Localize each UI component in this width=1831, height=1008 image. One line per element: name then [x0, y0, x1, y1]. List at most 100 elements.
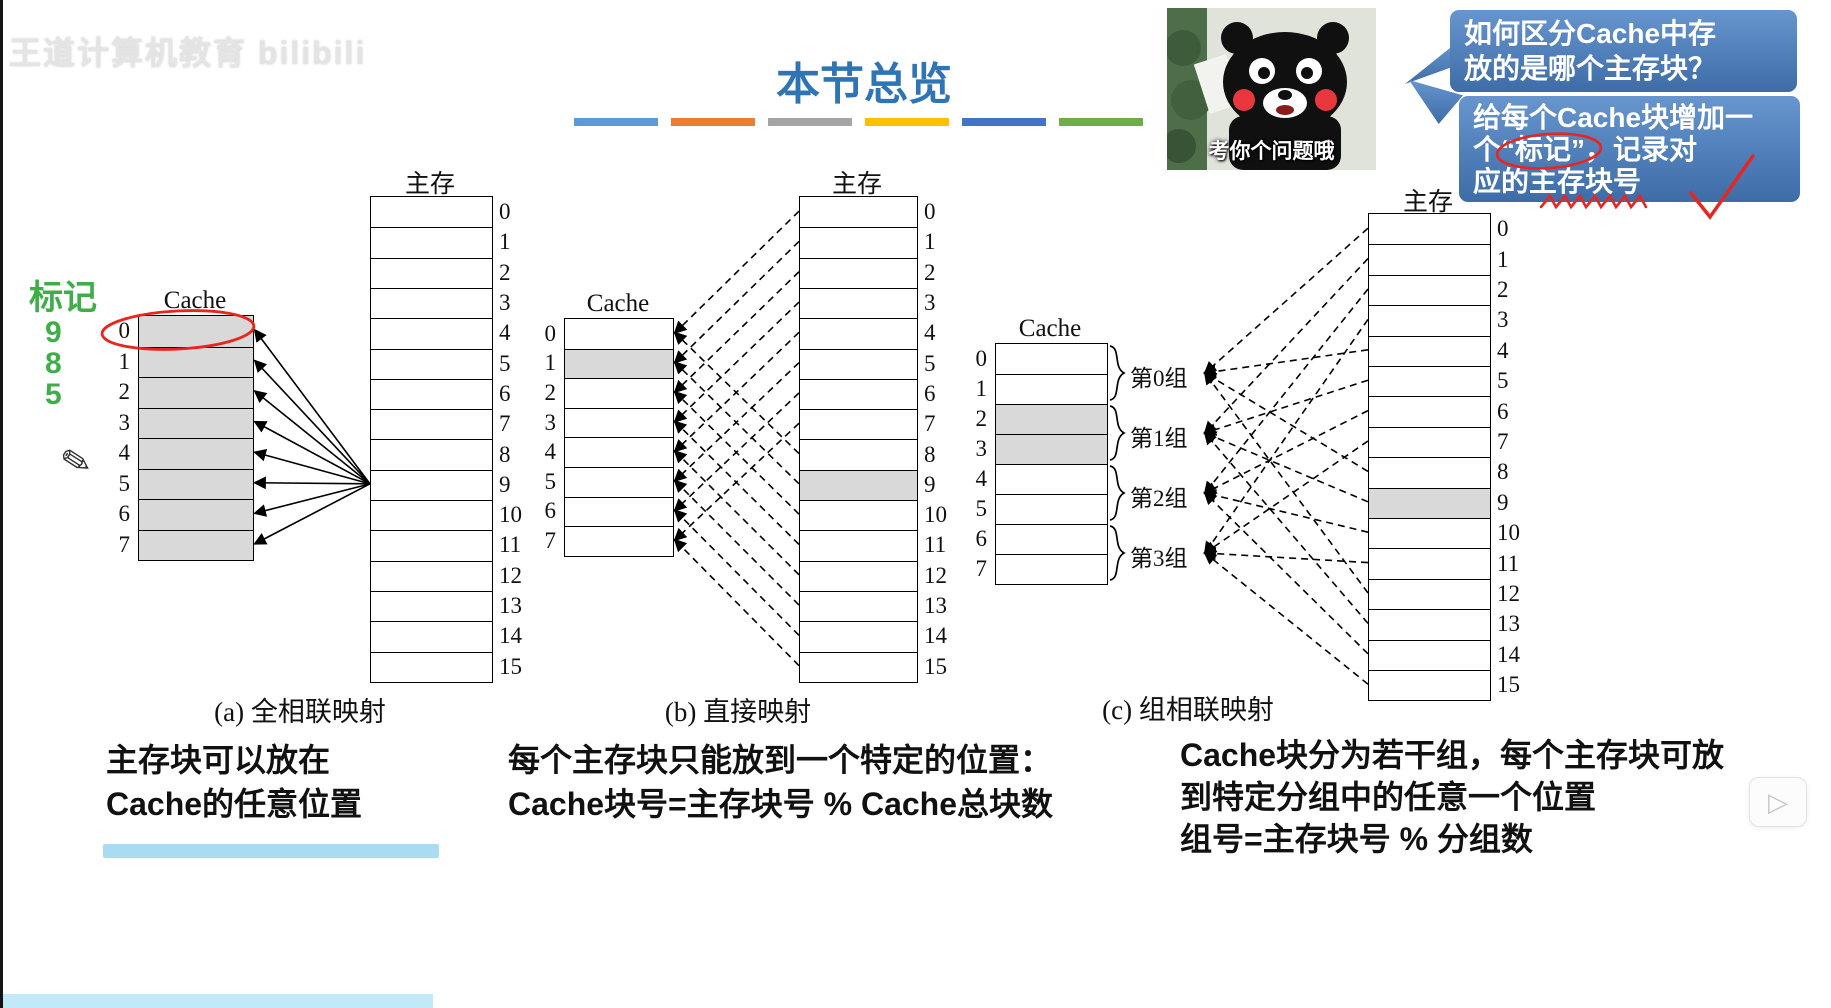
cache-b-block-number: 4 — [544, 439, 557, 465]
cache-b-block-number: 3 — [544, 409, 557, 435]
memory-b-block-number: 9 — [924, 471, 936, 497]
memory-b-block-10 — [800, 500, 917, 530]
video-progress-bar[interactable] — [103, 844, 439, 858]
memory-c-block-10 — [1369, 518, 1490, 548]
memory-label-c: 主存 — [1402, 189, 1454, 216]
divider-bar-5 — [1059, 118, 1143, 126]
memory-b-block-4 — [800, 318, 917, 348]
group-label-3: 第3组 — [1130, 546, 1188, 571]
memory-c-block-number: 13 — [1497, 611, 1520, 637]
pencil-icon: ✎ — [56, 438, 96, 485]
divider-bar-0 — [574, 118, 658, 126]
group-brace-1 — [1109, 405, 1126, 461]
cache-c-block-number: 2 — [975, 406, 988, 431]
memory-a-block-2 — [371, 257, 492, 288]
memory-c-block-15 — [1369, 670, 1490, 700]
memory-a-block-7 — [371, 409, 492, 439]
bottom-strip — [3, 994, 433, 1008]
memory-c-block-number: 14 — [1497, 641, 1520, 667]
cache-c-block-2 — [996, 404, 1107, 434]
cache-b-block-5 — [565, 467, 673, 497]
memory-c-block-13 — [1369, 609, 1490, 639]
cache-b-block-3 — [565, 407, 673, 438]
memory-c-block-number: 6 — [1497, 398, 1509, 424]
divider-bar-1 — [671, 118, 755, 126]
cache-b-table — [564, 318, 674, 557]
cache-label-a: Cache — [163, 287, 227, 314]
cache-a-block-7 — [139, 529, 253, 560]
desc-line: 每个主存块只能放到一个特定的位置： — [508, 742, 1053, 778]
cache-b-block-1 — [565, 348, 673, 379]
memory-a-block-number: 12 — [499, 562, 522, 588]
cache-b-block-number: 6 — [544, 498, 557, 524]
memory-b-block-number: 5 — [924, 350, 936, 376]
group-brace-0 — [1109, 345, 1126, 401]
memory-c-block-2 — [1369, 274, 1490, 305]
play-icon: ▷ — [1768, 786, 1788, 817]
memory-c-block-14 — [1369, 639, 1490, 670]
cache-c-block-5 — [996, 494, 1107, 524]
cache-c-block-number: 3 — [975, 436, 988, 461]
cache-a-block-number: 0 — [118, 318, 131, 344]
cache-c-block-6 — [996, 524, 1107, 554]
group-label-2: 第2组 — [1130, 486, 1188, 511]
desc-line: Cache块分为若干组，每个主存块可放 — [1180, 737, 1725, 773]
memory-c-block-4 — [1369, 335, 1490, 366]
memory-c-block-number: 9 — [1497, 489, 1509, 515]
memory-a-block-number: 5 — [499, 350, 511, 376]
mini-player-button[interactable]: ▷ — [1749, 777, 1807, 827]
memory-c-block-number: 7 — [1497, 429, 1509, 454]
cache-b-block-4 — [565, 437, 673, 467]
cache-c-block-1 — [996, 374, 1107, 404]
memory-a-block-10 — [371, 500, 492, 530]
memory-b-block-13 — [800, 590, 917, 621]
memory-a-table — [370, 196, 493, 683]
memory-c-block-1 — [1369, 244, 1490, 274]
memory-a-block-number: 3 — [499, 290, 511, 316]
cache-a-table — [138, 315, 254, 561]
cache-b-block-6 — [565, 496, 673, 527]
memory-c-block-number: 2 — [1497, 277, 1509, 302]
cache-b-block-number: 2 — [544, 380, 557, 405]
memory-b-block-6 — [800, 378, 917, 409]
cache-b-block-number: 1 — [544, 350, 557, 376]
memory-b-block-number: 1 — [924, 229, 936, 255]
cache-a-block-number: 7 — [118, 531, 131, 557]
cache-c-block-number: 0 — [975, 346, 988, 371]
cache-b-block-7 — [565, 526, 673, 556]
memory-a-block-0 — [371, 197, 492, 227]
memory-c-block-number: 11 — [1497, 550, 1520, 576]
cache-a-block-5 — [139, 468, 253, 499]
memory-c-block-number: 8 — [1497, 459, 1509, 485]
cache-c-block-0 — [996, 344, 1107, 374]
memory-a-block-8 — [371, 439, 492, 469]
memory-b-block-number: 15 — [924, 653, 947, 679]
memory-b-block-number: 14 — [924, 623, 947, 649]
page-title: 本节总览 — [776, 60, 952, 109]
memory-b-block-3 — [800, 287, 917, 318]
memory-b-block-15 — [800, 651, 917, 682]
bubble-line: 如何区分Cache中存 — [1464, 18, 1717, 49]
memory-c-block-number: 12 — [1497, 581, 1520, 606]
memory-a-block-number: 10 — [499, 502, 522, 528]
memory-c-block-0 — [1369, 214, 1490, 244]
cache-c-block-number: 5 — [975, 496, 988, 521]
memory-b-block-0 — [800, 197, 917, 227]
memory-b-block-2 — [800, 257, 917, 288]
memory-c-block-6 — [1369, 396, 1490, 426]
cache-c-block-3 — [996, 434, 1107, 464]
watermark: 王道计算机教育 bilibili — [9, 35, 367, 71]
desc-line: 到特定分组中的任意一个位置 — [1180, 779, 1597, 815]
cache-b-block-number: 5 — [544, 468, 557, 494]
caption-b: (b) 直接映射 — [664, 697, 812, 727]
memory-b-block-number: 7 — [924, 411, 936, 437]
desc-line: 主存块可以放在 — [106, 742, 331, 778]
group-label-0: 第0组 — [1130, 366, 1188, 391]
memory-a-block-number: 6 — [499, 380, 511, 406]
kumamon-caption: 考你个问题哦 — [1208, 140, 1335, 163]
cache-label-c: Cache — [1018, 315, 1082, 342]
memory-b-block-7 — [800, 409, 917, 439]
memory-b-block-number: 6 — [924, 380, 936, 406]
cache-b-block-2 — [565, 378, 673, 408]
memory-a-block-number: 11 — [499, 532, 522, 558]
